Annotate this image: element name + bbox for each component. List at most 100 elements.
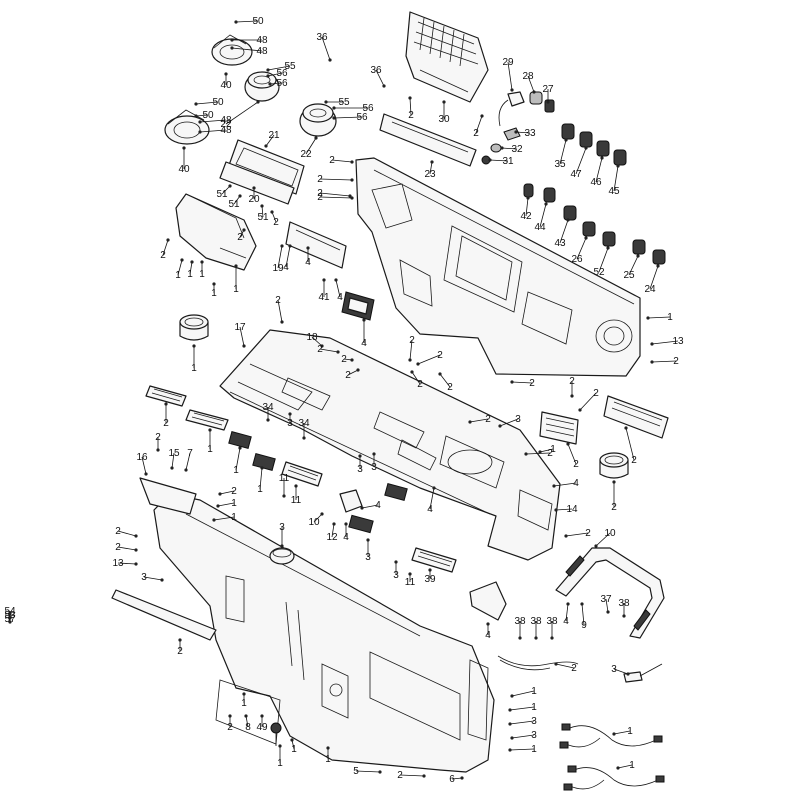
callout-number: 40	[220, 80, 232, 91]
callout-number: 2	[593, 388, 599, 399]
callout-number: 1	[550, 444, 556, 455]
callout-number: 4	[563, 616, 569, 627]
callout-number: 1	[667, 312, 673, 323]
leader-line	[647, 316, 671, 319]
callout-7: 7	[184, 448, 193, 472]
callout-number: 14	[566, 504, 578, 515]
callout-number: 51	[257, 212, 269, 223]
fastener-dot	[332, 116, 336, 120]
fastener-dot	[650, 360, 654, 364]
callout-number: 2	[273, 217, 279, 228]
callout-number: 3	[365, 552, 371, 563]
callout-1: 1	[612, 726, 633, 737]
callout-50: 50	[194, 110, 214, 121]
leader-line	[409, 339, 413, 361]
callout-1: 1	[508, 744, 537, 755]
callout-number: 12	[326, 532, 338, 543]
callout-number: 40	[178, 164, 190, 175]
callout-number: 51	[216, 189, 228, 200]
callout-36: 36	[370, 65, 386, 88]
leader-line	[525, 197, 529, 217]
callout-3: 3	[371, 452, 377, 473]
main-dash-body	[219, 329, 561, 561]
leader-line	[475, 115, 483, 134]
callout-number: 1	[277, 758, 283, 769]
callout-2: 2	[218, 486, 237, 497]
leader-line	[613, 730, 631, 735]
fastener-dot	[372, 452, 376, 456]
callout-number: 50	[212, 97, 224, 108]
callout-number: 55	[338, 97, 350, 108]
callout-number: 33	[524, 128, 536, 139]
callout-number: 1	[191, 363, 197, 374]
leader-line	[269, 82, 283, 85]
fastener-dot	[212, 518, 216, 522]
leader-line	[319, 178, 353, 181]
leader-line	[539, 448, 554, 453]
callout-2: 2	[275, 295, 284, 324]
callout-number: 42	[520, 211, 532, 222]
callout-number: 56	[362, 103, 374, 114]
leader-line	[305, 137, 317, 155]
callout-2: 2	[317, 192, 354, 203]
center-bezel	[219, 139, 305, 205]
callout-number: 1	[231, 498, 237, 509]
callout-number: 10	[604, 528, 616, 539]
fastener-dot	[600, 156, 604, 160]
callout-number: 34	[298, 418, 310, 429]
leader-line	[469, 418, 489, 423]
fastener-dot	[178, 638, 182, 642]
callout-14: 14	[554, 504, 578, 515]
callout-number: 3	[371, 462, 377, 473]
callout-22: 22	[220, 100, 260, 130]
callout-47: 47	[570, 146, 588, 180]
leader-line	[565, 603, 569, 622]
leader-line	[225, 101, 259, 125]
callout-11: 11	[405, 572, 416, 588]
callout-2: 2	[317, 188, 352, 199]
callout-1: 1	[508, 702, 537, 713]
callout-4: 4	[427, 486, 436, 515]
leader-line	[277, 299, 283, 323]
callout-number: 1	[231, 512, 237, 523]
callout-10: 10	[308, 512, 324, 528]
fastener-dot	[532, 90, 536, 94]
callout-number: 4	[283, 262, 289, 273]
callout-26: 26	[571, 236, 588, 265]
callout-number: 2	[408, 110, 414, 121]
callout-1: 1	[646, 312, 673, 323]
callout-number: 3	[287, 418, 293, 429]
fastener-dot	[294, 484, 298, 488]
callout-2: 2	[155, 432, 161, 452]
callout-number: 1	[175, 270, 181, 281]
callout-1: 1	[211, 282, 217, 299]
leader-line	[555, 663, 575, 669]
callout-38: 38	[514, 616, 526, 640]
fastener-dot	[224, 72, 228, 76]
callout-number: 37	[600, 594, 612, 605]
callout-51: 51	[257, 204, 269, 223]
leader-line	[501, 147, 518, 150]
fastener-dot	[566, 218, 570, 222]
callout-number: 15	[168, 448, 180, 459]
callout-33: 33	[514, 128, 536, 139]
callout-number: 4	[337, 292, 343, 303]
callout-number: 17	[234, 322, 246, 333]
callout-number: 4	[427, 504, 433, 515]
callout-52: 52	[593, 246, 610, 278]
callout-54: 54	[4, 606, 16, 617]
fastener-dot	[200, 260, 204, 264]
fastener-dot	[230, 46, 234, 50]
callout-40: 40	[220, 72, 232, 91]
callout-2: 2	[163, 402, 169, 429]
callout-55: 55	[324, 97, 350, 108]
fastener-dot	[182, 146, 186, 150]
callout-1: 1	[233, 446, 242, 476]
callout-number: 1	[629, 760, 635, 771]
fastener-5	[270, 722, 282, 746]
fastener-dot	[252, 186, 256, 190]
fastener-dot	[650, 342, 654, 346]
callout-number: 56	[276, 78, 288, 89]
callout-number: 2	[397, 770, 403, 781]
fastener-dot	[8, 616, 12, 620]
